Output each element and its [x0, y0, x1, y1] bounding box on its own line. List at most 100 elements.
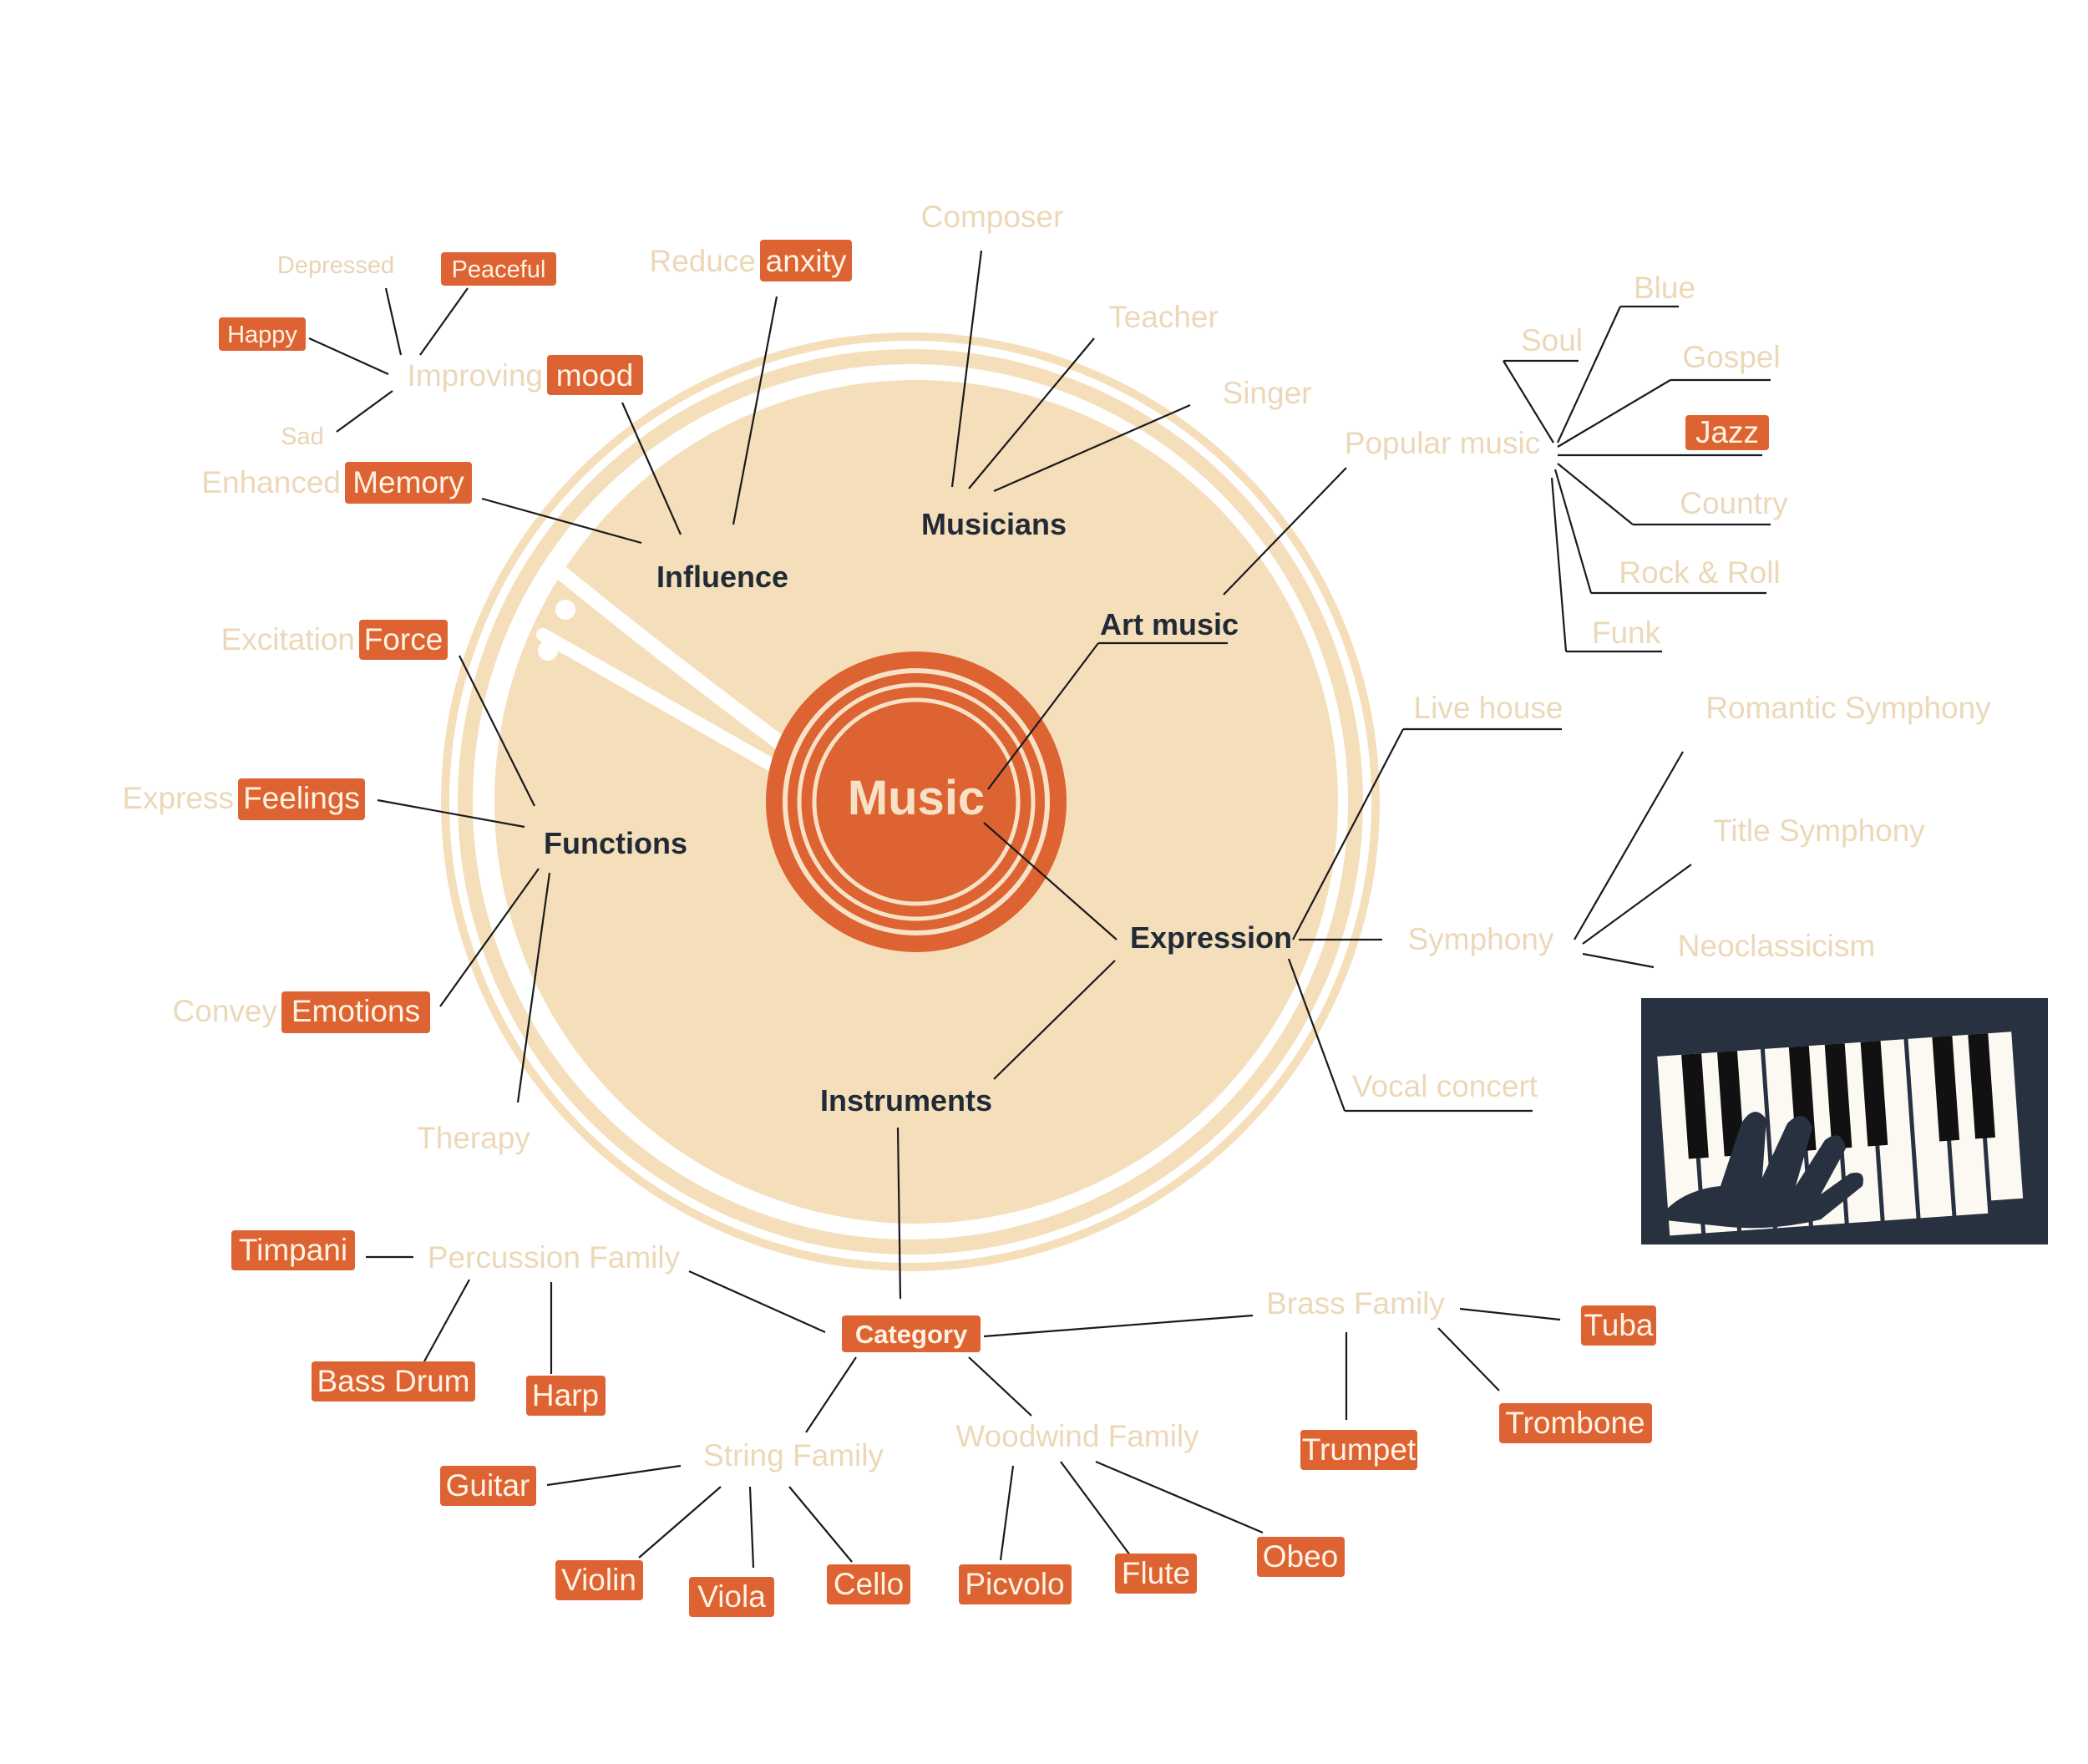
black-key	[1860, 1041, 1888, 1147]
function-therapy: Therapy	[417, 1121, 530, 1155]
line-expression	[983, 822, 1117, 940]
category-label: Category	[855, 1320, 968, 1349]
label-groove-1	[783, 668, 1050, 935]
line-singer	[993, 403, 1191, 493]
outer-ring	[441, 332, 1380, 1271]
functions-label: Functions	[544, 826, 687, 860]
line-guitar	[546, 1464, 682, 1487]
mood-happy: Happy	[227, 322, 297, 348]
expression-symphony: Symphony	[1408, 922, 1554, 956]
line-popular-music	[1223, 467, 1347, 596]
woodwind-picvolo: Picvolo	[965, 1567, 1064, 1601]
black-key	[1932, 1036, 1960, 1142]
expression-live-house: Live house	[1414, 691, 1563, 725]
tonearm-pivot-top	[555, 600, 575, 620]
line-gospel	[1557, 379, 1671, 448]
function-express-highlight: Feelings	[243, 781, 360, 815]
musician-teacher: Teacher	[1108, 300, 1219, 334]
mood-peaceful: Peaceful	[452, 256, 546, 283]
highlight-trumpet	[1300, 1430, 1417, 1470]
line-cello	[788, 1486, 853, 1563]
line-blue	[1557, 306, 1621, 444]
black-key	[1681, 1053, 1709, 1159]
brass-trumpet: Trumpet	[1302, 1432, 1416, 1467]
highlight-mood	[547, 355, 643, 395]
tonearm-pivot-bottom	[538, 641, 558, 661]
line-neoclassicism	[1582, 952, 1655, 969]
percussion-harp: Harp	[532, 1378, 599, 1412]
line-reduce-anxity	[732, 296, 778, 525]
memory-plain: Enhanced	[201, 465, 341, 499]
function-express-plain: Express	[122, 781, 234, 815]
connectors	[308, 250, 1771, 1569]
mood-highlight: mood	[556, 358, 634, 393]
mood-plain: Improving	[408, 358, 543, 393]
symphony-neoclassicism: Neoclassicism	[1678, 929, 1875, 963]
highlight-bass-drum	[312, 1361, 475, 1402]
highlight-memory	[345, 462, 472, 504]
line-flute	[1060, 1461, 1131, 1556]
string-viola: Viola	[697, 1579, 766, 1614]
line-picvolo	[999, 1465, 1015, 1561]
line-vocal-concert	[1287, 958, 1346, 1112]
line-teacher	[968, 337, 1095, 489]
line-soul	[1503, 360, 1554, 444]
symphony-title: Title Symphony	[1713, 814, 1925, 848]
highlight-tuba	[1581, 1305, 1656, 1346]
genre-blue: Blue	[1634, 271, 1695, 305]
highlight-flute	[1115, 1554, 1197, 1594]
string-guitar: Guitar	[446, 1468, 530, 1503]
tonearm-shadow	[536, 628, 792, 779]
line-string-family	[805, 1356, 857, 1433]
line-convey-emotions	[439, 868, 540, 1007]
art-music-label: Art music	[1100, 607, 1239, 641]
mood-sad: Sad	[281, 423, 324, 450]
hand-silhouette	[1658, 1112, 1863, 1229]
reduce-plain: Reduce	[649, 244, 756, 278]
highlight-jazz	[1685, 415, 1769, 450]
line-instruments	[993, 960, 1116, 1080]
tonearm	[548, 560, 805, 763]
percussion-family-label: Percussion Family	[428, 1240, 681, 1275]
highlight-obeo	[1257, 1537, 1345, 1577]
woodwind-flute: Flute	[1122, 1556, 1190, 1590]
musician-composer: Composer	[921, 200, 1064, 234]
label-groove-3	[812, 697, 1021, 906]
instruments-label: Instruments	[820, 1083, 992, 1118]
expression-vocal-concert: Vocal concert	[1352, 1069, 1538, 1103]
function-excitation-plain: Excitation	[221, 622, 355, 656]
genre-gospel: Gospel	[1682, 340, 1780, 374]
highlight-violin	[555, 1560, 643, 1600]
line-art-music	[987, 642, 1099, 790]
line-country	[1557, 463, 1634, 525]
function-convey-highlight: Emotions	[291, 994, 420, 1028]
percussion-bass-drum: Bass Drum	[317, 1364, 470, 1398]
function-convey-plain: Convey	[173, 994, 278, 1028]
brass-trombone: Trombone	[1505, 1406, 1645, 1440]
line-therapy	[516, 872, 551, 1103]
popular-music-label: Popular music	[1345, 426, 1540, 460]
string-violin: Violin	[561, 1563, 636, 1597]
woodwind-obeo: Obeo	[1263, 1539, 1339, 1574]
highlight-force	[359, 620, 448, 660]
symphony-romantic: Romantic Symphony	[1705, 691, 1991, 725]
line-romantic-symphony	[1574, 751, 1684, 940]
highlight-picvolo	[959, 1564, 1072, 1604]
string-family-label: String Family	[703, 1438, 884, 1473]
memory-highlight: Memory	[352, 465, 464, 499]
line-live-house	[1292, 728, 1404, 940]
line-trombone	[1437, 1327, 1500, 1391]
musician-singer: Singer	[1223, 376, 1312, 410]
musicians-label: Musicians	[921, 507, 1067, 541]
influence-label: Influence	[656, 560, 788, 594]
line-woodwind-family	[968, 1356, 1032, 1417]
highlight-feelings	[238, 778, 365, 820]
reduce-highlight: anxity	[766, 244, 847, 278]
black-key	[1717, 1051, 1745, 1157]
highlight-guitar	[440, 1466, 536, 1506]
line-obeo	[1095, 1460, 1264, 1534]
line-tuba	[1459, 1307, 1561, 1321]
string-cello: Cello	[834, 1567, 904, 1601]
